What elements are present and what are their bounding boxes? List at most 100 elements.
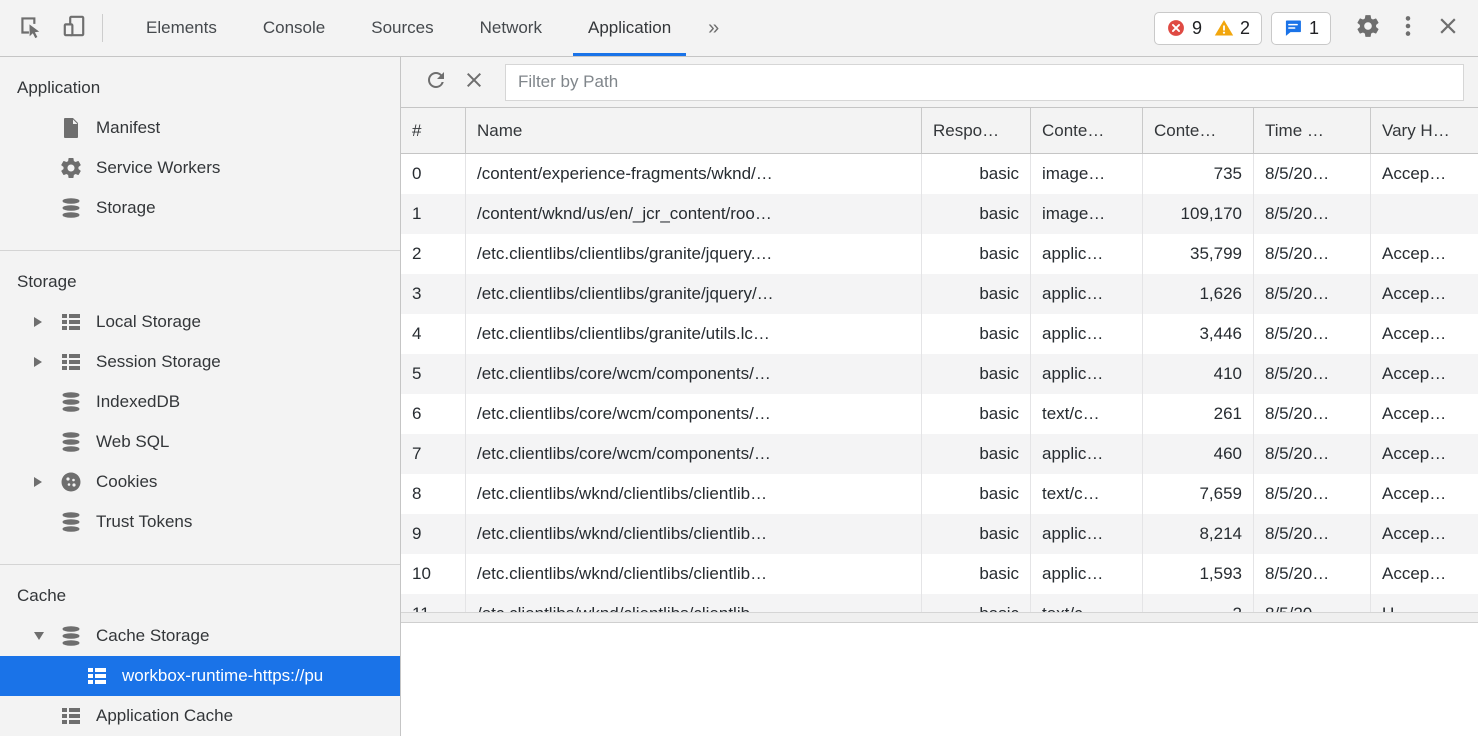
sidebar-item-label: Web SQL [96, 432, 169, 452]
column-header-time-cached[interactable]: Time … [1254, 108, 1371, 153]
column-header-response-type[interactable]: Respo… [922, 108, 1031, 153]
cell-vary-header: Accep… [1371, 234, 1478, 274]
sidebar-item-label: Local Storage [96, 312, 201, 332]
console-messages-badge[interactable]: 1 [1271, 12, 1331, 45]
cell-vary-header: Accep… [1371, 394, 1478, 434]
toolbar-separator [102, 14, 103, 42]
cell-index: 8 [401, 474, 466, 514]
sidebar-item-service-workers[interactable]: Service Workers [0, 148, 400, 188]
table-row[interactable]: 10 /etc.clientlibs/wknd/clientlibs/clien… [401, 554, 1478, 594]
cell-content-length: 261 [1143, 394, 1254, 434]
database-icon [59, 624, 83, 648]
cell-index: 2 [401, 234, 466, 274]
inspect-element-button[interactable] [8, 0, 52, 56]
section-title: Storage [0, 251, 400, 302]
cell-time-cached: 8/5/20… [1254, 194, 1371, 234]
cell-name: /content/wknd/us/en/_jcr_content/roo… [466, 194, 922, 234]
filter-by-path-input[interactable] [505, 64, 1464, 101]
settings-button[interactable] [1348, 13, 1388, 44]
sidebar-item-web-sql[interactable]: Web SQL [0, 422, 400, 462]
cell-time-cached: 8/5/20… [1254, 274, 1371, 314]
cell-name: /content/experience-fragments/wknd/… [466, 154, 922, 194]
cell-response-type: basic [922, 394, 1031, 434]
cell-index: 3 [401, 274, 466, 314]
cell-time-cached: 8/5/20… [1254, 314, 1371, 354]
tab-console[interactable]: Console [240, 0, 348, 56]
sidebar-item-session-storage[interactable]: Session Storage [0, 342, 400, 382]
column-header-index[interactable]: # [401, 108, 466, 153]
cell-content-type: image… [1031, 194, 1143, 234]
device-toolbar-icon [61, 13, 87, 44]
table-row[interactable]: 1 /content/wknd/us/en/_jcr_content/roo… … [401, 194, 1478, 234]
cell-time-cached: 8/5/20… [1254, 394, 1371, 434]
cell-name: /etc.clientlibs/core/wcm/components/… [466, 434, 922, 474]
table-row[interactable]: 6 /etc.clientlibs/core/wcm/components/… … [401, 394, 1478, 434]
sidebar-item-manifest[interactable]: Manifest [0, 108, 400, 148]
refresh-button[interactable] [417, 63, 455, 101]
column-header-vary-header[interactable]: Vary H… [1371, 108, 1478, 153]
tab-sources[interactable]: Sources [348, 0, 456, 56]
sidebar-section-application: Application Manifest Service Workers [0, 57, 400, 251]
device-toolbar-button[interactable] [52, 0, 96, 56]
table-row[interactable]: 11 /etc.clientlibs/wknd/clientlibs/clien… [401, 594, 1478, 612]
table-row[interactable]: 3 /etc.clientlibs/clientlibs/granite/jqu… [401, 274, 1478, 314]
more-options-button[interactable] [1388, 13, 1428, 44]
more-tabs-chevron[interactable]: » [694, 0, 733, 56]
table-row[interactable]: 7 /etc.clientlibs/core/wcm/components/… … [401, 434, 1478, 474]
cell-time-cached: 8/5/20… [1254, 354, 1371, 394]
sidebar-item-local-storage[interactable]: Local Storage [0, 302, 400, 342]
table-row[interactable]: 0 /content/experience-fragments/wknd/… b… [401, 154, 1478, 194]
cookie-icon [59, 470, 83, 494]
table-row[interactable]: 5 /etc.clientlibs/core/wcm/components/… … [401, 354, 1478, 394]
console-issues-badge[interactable]: 9 2 [1154, 12, 1262, 45]
cell-index: 10 [401, 554, 466, 594]
table-row[interactable]: 2 /etc.clientlibs/clientlibs/granite/jqu… [401, 234, 1478, 274]
cell-time-cached: 8/5/20… [1254, 234, 1371, 274]
expand-arrow-icon[interactable] [0, 477, 59, 487]
table-icon [59, 350, 83, 374]
table-row[interactable]: 8 /etc.clientlibs/wknd/clientlibs/client… [401, 474, 1478, 514]
cell-content-length: 735 [1143, 154, 1254, 194]
cell-response-type: basic [922, 234, 1031, 274]
tab-application[interactable]: Application [565, 0, 694, 56]
collapse-arrow-icon[interactable] [0, 632, 59, 640]
sidebar-item-label: Cache Storage [96, 626, 209, 646]
cell-response-type: basic [922, 154, 1031, 194]
close-devtools-button[interactable] [1428, 13, 1468, 44]
sidebar-item-application-cache[interactable]: Application Cache [0, 696, 400, 736]
panel-tabs: Elements Console Sources Network Applica… [123, 0, 733, 56]
delete-selected-button[interactable] [455, 63, 493, 101]
sidebar-item-workbox-runtime-cache[interactable]: workbox-runtime-https://pu [0, 656, 400, 696]
database-icon [59, 430, 83, 454]
section-title: Cache [0, 565, 400, 616]
sidebar-item-storage[interactable]: Storage [0, 188, 400, 228]
cell-response-type: basic [922, 314, 1031, 354]
column-header-content-type[interactable]: Conte… [1031, 108, 1143, 153]
cell-index: 7 [401, 434, 466, 474]
column-header-content-length[interactable]: Conte… [1143, 108, 1254, 153]
tab-network[interactable]: Network [457, 0, 565, 56]
table-row[interactable]: 9 /etc.clientlibs/wknd/clientlibs/client… [401, 514, 1478, 554]
sidebar-item-trust-tokens[interactable]: Trust Tokens [0, 502, 400, 542]
sidebar-item-cache-storage[interactable]: Cache Storage [0, 616, 400, 656]
cell-name: /etc.clientlibs/core/wcm/components/… [466, 354, 922, 394]
expand-arrow-icon[interactable] [0, 357, 59, 367]
cell-index: 11 [401, 594, 466, 612]
expand-arrow-icon[interactable] [0, 317, 59, 327]
cell-time-cached: 8/5/20… [1254, 514, 1371, 554]
horizontal-scrollbar[interactable] [401, 612, 1478, 622]
cell-content-length: 2 [1143, 594, 1254, 612]
sidebar-item-cookies[interactable]: Cookies [0, 462, 400, 502]
cell-vary-header: Accep… [1371, 434, 1478, 474]
table-row[interactable]: 4 /etc.clientlibs/clientlibs/granite/uti… [401, 314, 1478, 354]
sidebar-item-indexeddb[interactable]: IndexedDB [0, 382, 400, 422]
tab-elements[interactable]: Elements [123, 0, 240, 56]
cell-vary-header: Accep… [1371, 514, 1478, 554]
column-header-name[interactable]: Name [466, 108, 922, 153]
cell-content-type: applic… [1031, 434, 1143, 474]
cell-response-type: basic [922, 434, 1031, 474]
kebab-menu-icon [1395, 13, 1421, 44]
cell-vary-header: Accep… [1371, 354, 1478, 394]
cell-content-type: text/c… [1031, 594, 1143, 612]
